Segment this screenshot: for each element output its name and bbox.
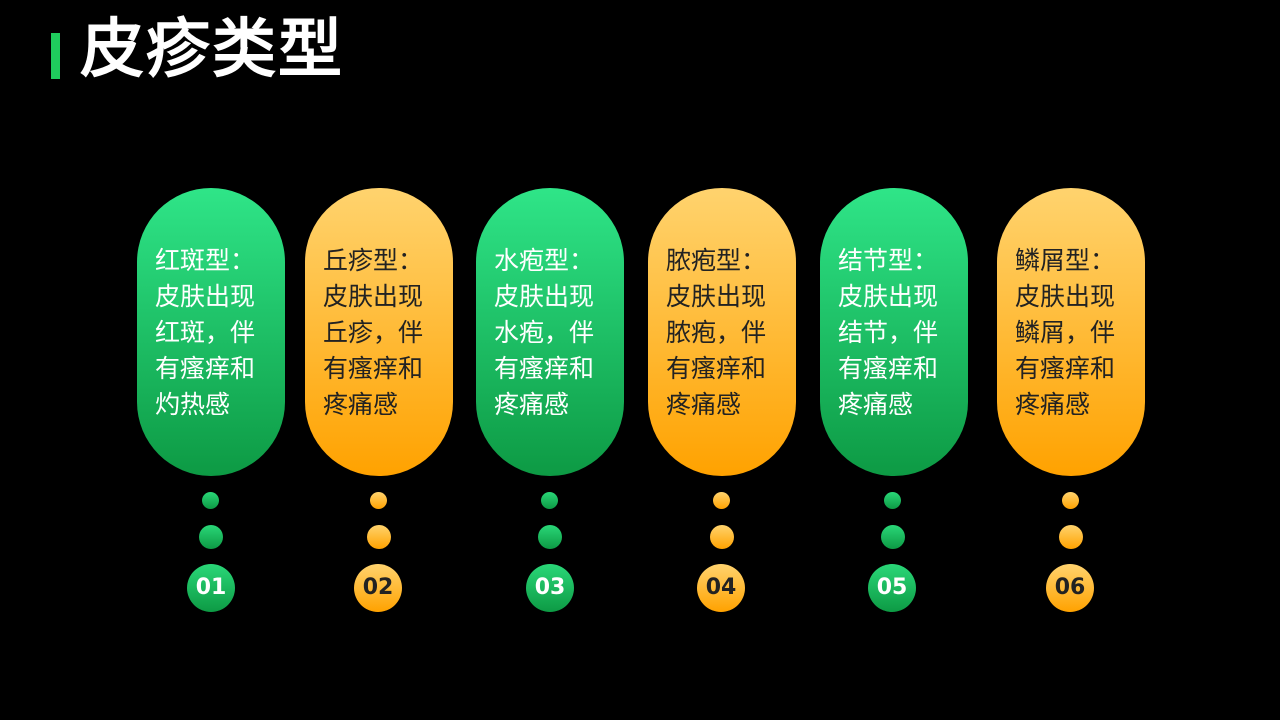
connector-dot-small	[541, 492, 558, 509]
connector-dot-medium	[710, 525, 734, 549]
rash-type-pill: 水疱型：皮肤出现水疱，伴有瘙痒和疼痛感	[476, 188, 624, 476]
connector-dot-small	[202, 492, 219, 509]
connector-dot-small	[1062, 492, 1079, 509]
rash-type-description: 脓疱型：皮肤出现脓疱，伴有瘙痒和疼痛感	[666, 246, 767, 419]
page-title: 皮疹类型	[80, 13, 344, 87]
rash-type-description: 结节型：皮肤出现结节，伴有瘙痒和疼痛感	[838, 246, 939, 419]
item-number-badge: 05	[868, 564, 916, 612]
rash-type-description: 丘疹型：皮肤出现丘疹，伴有瘙痒和疼痛感	[323, 246, 424, 419]
rash-type-card-4: 脓疱型：皮肤出现脓疱，伴有瘙痒和疼痛感 04	[648, 188, 796, 616]
rash-type-card-5: 结节型：皮肤出现结节，伴有瘙痒和疼痛感 05	[820, 188, 968, 616]
rash-type-card-1: 红斑型：皮肤出现红斑，伴有瘙痒和灼热感 01	[137, 188, 285, 616]
connector-dot-small	[884, 492, 901, 509]
item-number-badge: 04	[697, 564, 745, 612]
rash-type-card-2: 丘疹型：皮肤出现丘疹，伴有瘙痒和疼痛感 02	[305, 188, 453, 616]
item-number-badge: 06	[1046, 564, 1094, 612]
rash-type-pill: 脓疱型：皮肤出现脓疱，伴有瘙痒和疼痛感	[648, 188, 796, 476]
connector-dot-medium	[881, 525, 905, 549]
rash-type-description: 鳞屑型：皮肤出现鳞屑，伴有瘙痒和疼痛感	[1015, 246, 1116, 419]
rash-type-card-3: 水疱型：皮肤出现水疱，伴有瘙痒和疼痛感 03	[476, 188, 624, 616]
rash-type-pill: 丘疹型：皮肤出现丘疹，伴有瘙痒和疼痛感	[305, 188, 453, 476]
connector-dot-medium	[367, 525, 391, 549]
title-accent-bar	[51, 33, 60, 79]
connector-dot-medium	[538, 525, 562, 549]
rash-type-card-6: 鳞屑型：皮肤出现鳞屑，伴有瘙痒和疼痛感 06	[997, 188, 1145, 616]
connector-dot-small	[713, 492, 730, 509]
rash-type-pill: 红斑型：皮肤出现红斑，伴有瘙痒和灼热感	[137, 188, 285, 476]
connector-dot-medium	[1059, 525, 1083, 549]
item-number-badge: 01	[187, 564, 235, 612]
connector-dot-medium	[199, 525, 223, 549]
rash-type-description: 水疱型：皮肤出现水疱，伴有瘙痒和疼痛感	[494, 246, 595, 419]
rash-type-pill: 鳞屑型：皮肤出现鳞屑，伴有瘙痒和疼痛感	[997, 188, 1145, 476]
rash-type-description: 红斑型：皮肤出现红斑，伴有瘙痒和灼热感	[155, 246, 256, 419]
connector-dot-small	[370, 492, 387, 509]
rash-type-pill: 结节型：皮肤出现结节，伴有瘙痒和疼痛感	[820, 188, 968, 476]
item-number-badge: 02	[354, 564, 402, 612]
item-number-badge: 03	[526, 564, 574, 612]
